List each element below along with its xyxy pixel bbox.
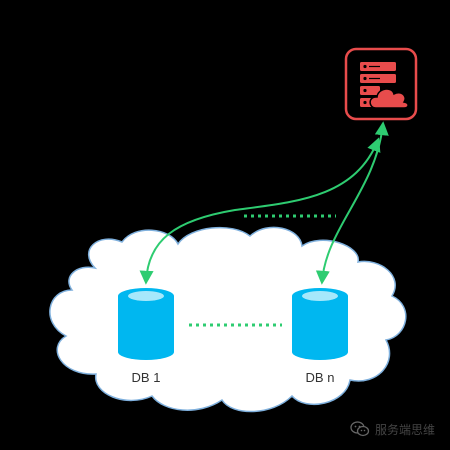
database-icon (292, 288, 348, 360)
dbn-label: DB n (305, 370, 335, 385)
wechat-icon (350, 421, 370, 437)
connector-server-dbn (315, 121, 389, 285)
watermark: 服务端思维 (350, 420, 435, 438)
server-cloud-icon (344, 47, 418, 121)
watermark-text: 服务端思维 (375, 422, 436, 437)
db1-label: DB 1 (131, 370, 161, 385)
database-icon (118, 288, 174, 360)
